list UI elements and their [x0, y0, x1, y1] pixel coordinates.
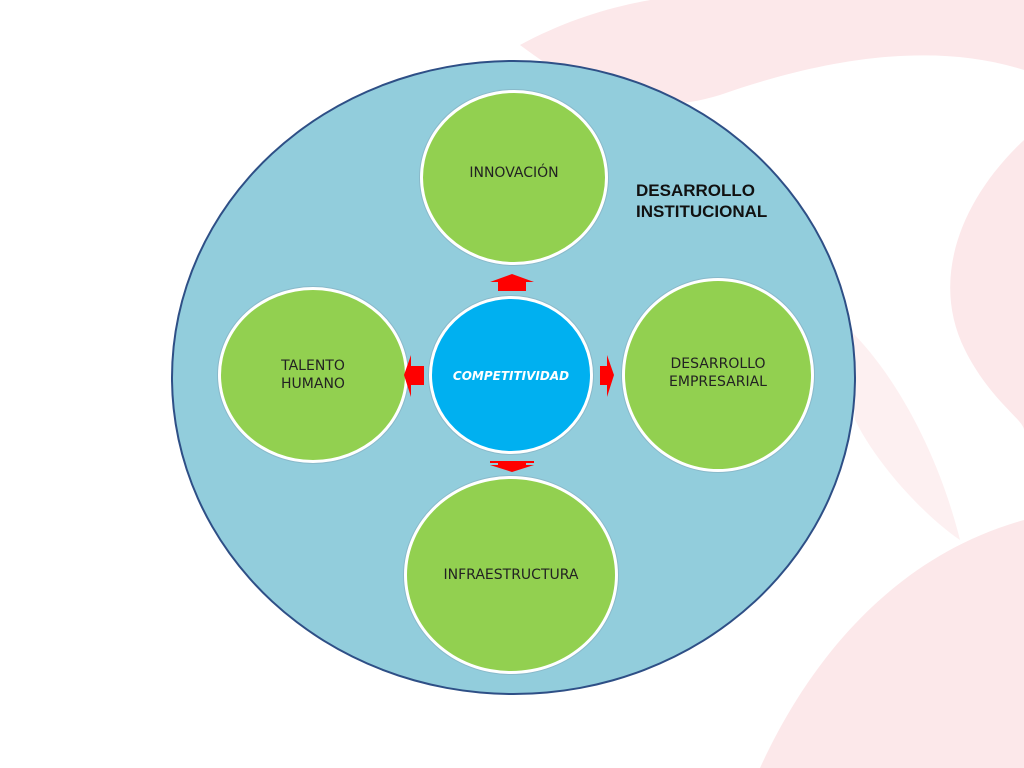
node-innovacion-label: INNOVACIÓN [469, 164, 559, 181]
node-competitividad: COMPETITIVIDAD [429, 296, 593, 454]
decor-swoosh-top [520, 0, 1024, 105]
arrow-left-icon [404, 355, 424, 397]
node-infraestructura: INFRAESTRUCTURA [404, 476, 618, 674]
node-innovacion: INNOVACIÓN [420, 90, 608, 265]
node-desarrollo-empresarial: DESARROLLO EMPRESARIAL [622, 278, 814, 472]
diagram-title: DESARROLLO INSTITUCIONAL [636, 181, 768, 221]
node-talento-humano-label: TALENTO HUMANO [281, 358, 345, 392]
decor-swoosh-right [950, 140, 1024, 430]
node-desarrollo-empresarial-label: DESARROLLO EMPRESARIAL [669, 356, 767, 390]
arrow-up-icon [490, 274, 534, 291]
node-competitividad-label: COMPETITIVIDAD [452, 369, 570, 383]
decor-swoosh-mid [850, 330, 960, 540]
arrow-right-icon [600, 355, 614, 397]
node-infraestructura-label: INFRAESTRUCTURA [443, 567, 579, 583]
decor-swoosh-bottom [760, 520, 1024, 768]
arrow-down-icon [490, 461, 534, 472]
